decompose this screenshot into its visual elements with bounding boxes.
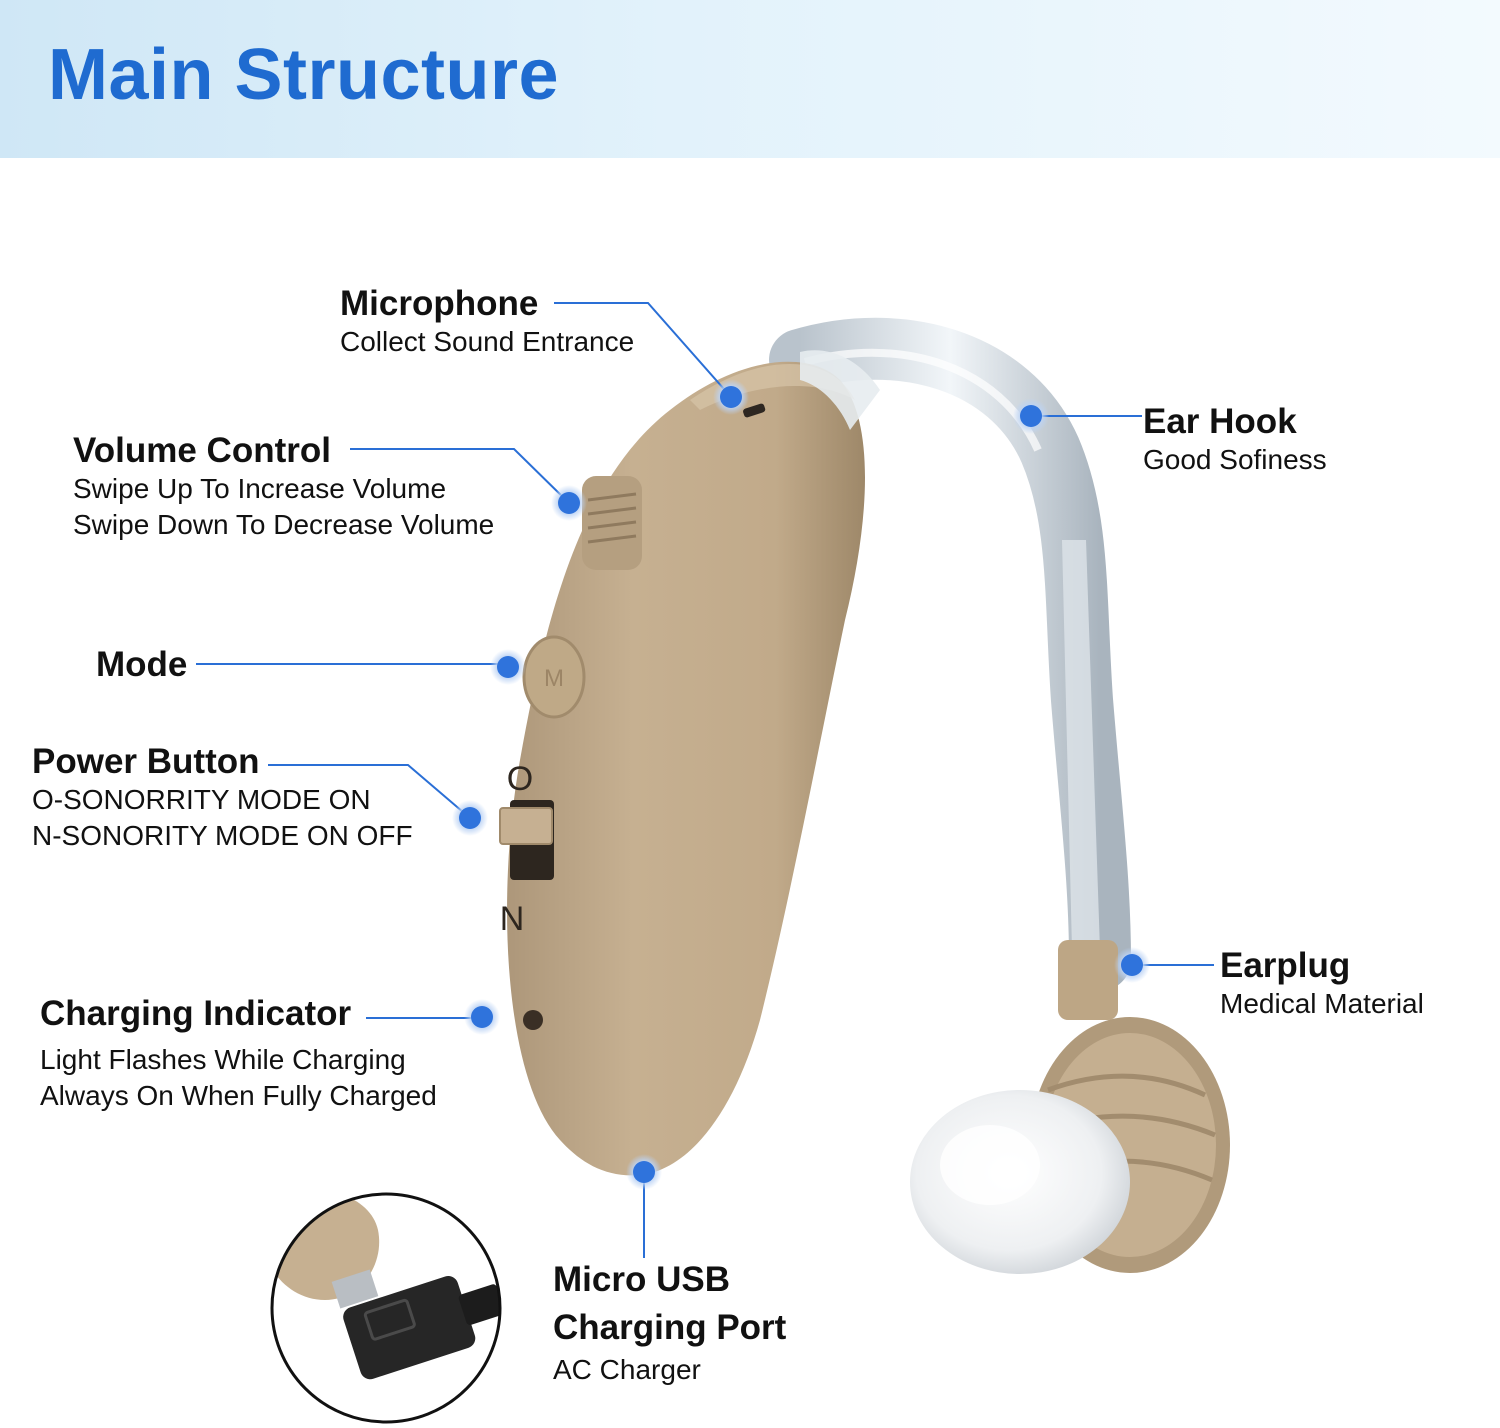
callout-line-volume [350, 448, 570, 504]
label-mode-title: Mode [96, 645, 188, 684]
page-title: Main Structure [48, 35, 560, 115]
label-charging-indicator: Charging Indicator Light Flashes While C… [40, 994, 437, 1114]
label-microphone-title: Microphone [340, 284, 539, 323]
label-ear-hook-title: Ear Hook [1143, 402, 1297, 441]
label-earplug: Earplug Medical Material [1220, 946, 1424, 1022]
label-earplug-title: Earplug [1220, 946, 1351, 985]
label-mode: Mode [96, 645, 187, 685]
label-ear-hook: Ear Hook Good Sofiness [1143, 402, 1327, 478]
ear-hook [769, 317, 1131, 1020]
earplug-connector [1058, 940, 1118, 1020]
label-ear-hook-desc: Good Sofiness [1143, 444, 1327, 475]
hearing-aid-body: M O N [499, 350, 880, 1176]
switch-letter-bottom: N [500, 900, 525, 938]
usb-inset [270, 1192, 502, 1424]
label-charging-desc-2: Always On When Fully Charged [40, 1080, 437, 1111]
charging-led [523, 1010, 543, 1030]
callout-dot-usb [626, 1154, 662, 1190]
callout-line-power [268, 764, 471, 819]
mode-button-letter: M [544, 665, 564, 692]
callout-dot-microphone [713, 379, 749, 415]
label-micro-usb: Micro USB Charging Port AC Charger [553, 1256, 786, 1388]
callout-dot-volume [551, 485, 587, 521]
callout-dot-ear-hook [1013, 398, 1049, 434]
label-volume-title: Volume Control [73, 431, 331, 470]
label-microphone-desc: Collect Sound Entrance [340, 326, 635, 357]
callout-dot-charging [464, 999, 500, 1035]
title-banner [0, 0, 1500, 158]
mode-button[interactable]: M [522, 635, 586, 719]
label-earplug-desc: Medical Material [1220, 988, 1424, 1019]
switch-letter-top: O [507, 760, 533, 798]
callout-dot-mode [490, 649, 526, 685]
label-power-title: Power Button [32, 742, 260, 781]
label-volume-desc-2: Swipe Down To Decrease Volume [73, 509, 495, 540]
label-usb-title-1: Micro USB [553, 1260, 730, 1299]
label-charging-desc-1: Light Flashes While Charging [40, 1044, 406, 1075]
label-charging-title: Charging Indicator [40, 994, 352, 1033]
microphone-slot [743, 403, 766, 418]
label-usb-desc: AC Charger [553, 1354, 701, 1385]
earplug [910, 1017, 1230, 1274]
volume-wheel[interactable] [582, 476, 642, 570]
label-volume-desc-1: Swipe Up To Increase Volume [73, 473, 447, 504]
label-usb-title-2: Charging Port [553, 1308, 787, 1347]
callout-dot-power [452, 800, 488, 836]
callout-line-microphone [554, 302, 732, 398]
power-switch[interactable]: O N [499, 760, 554, 938]
label-microphone: Microphone Collect Sound Entrance [340, 284, 634, 360]
label-power-desc-1: O-SONORRITY MODE ON [32, 784, 371, 815]
label-power-desc-2: N-SONORITY MODE ON OFF [32, 820, 413, 851]
callout-dot-earplug [1114, 947, 1150, 983]
label-power-button: Power Button O-SONORRITY MODE ON N-SONOR… [32, 742, 413, 854]
label-volume-control: Volume Control Swipe Up To Increase Volu… [73, 431, 494, 543]
